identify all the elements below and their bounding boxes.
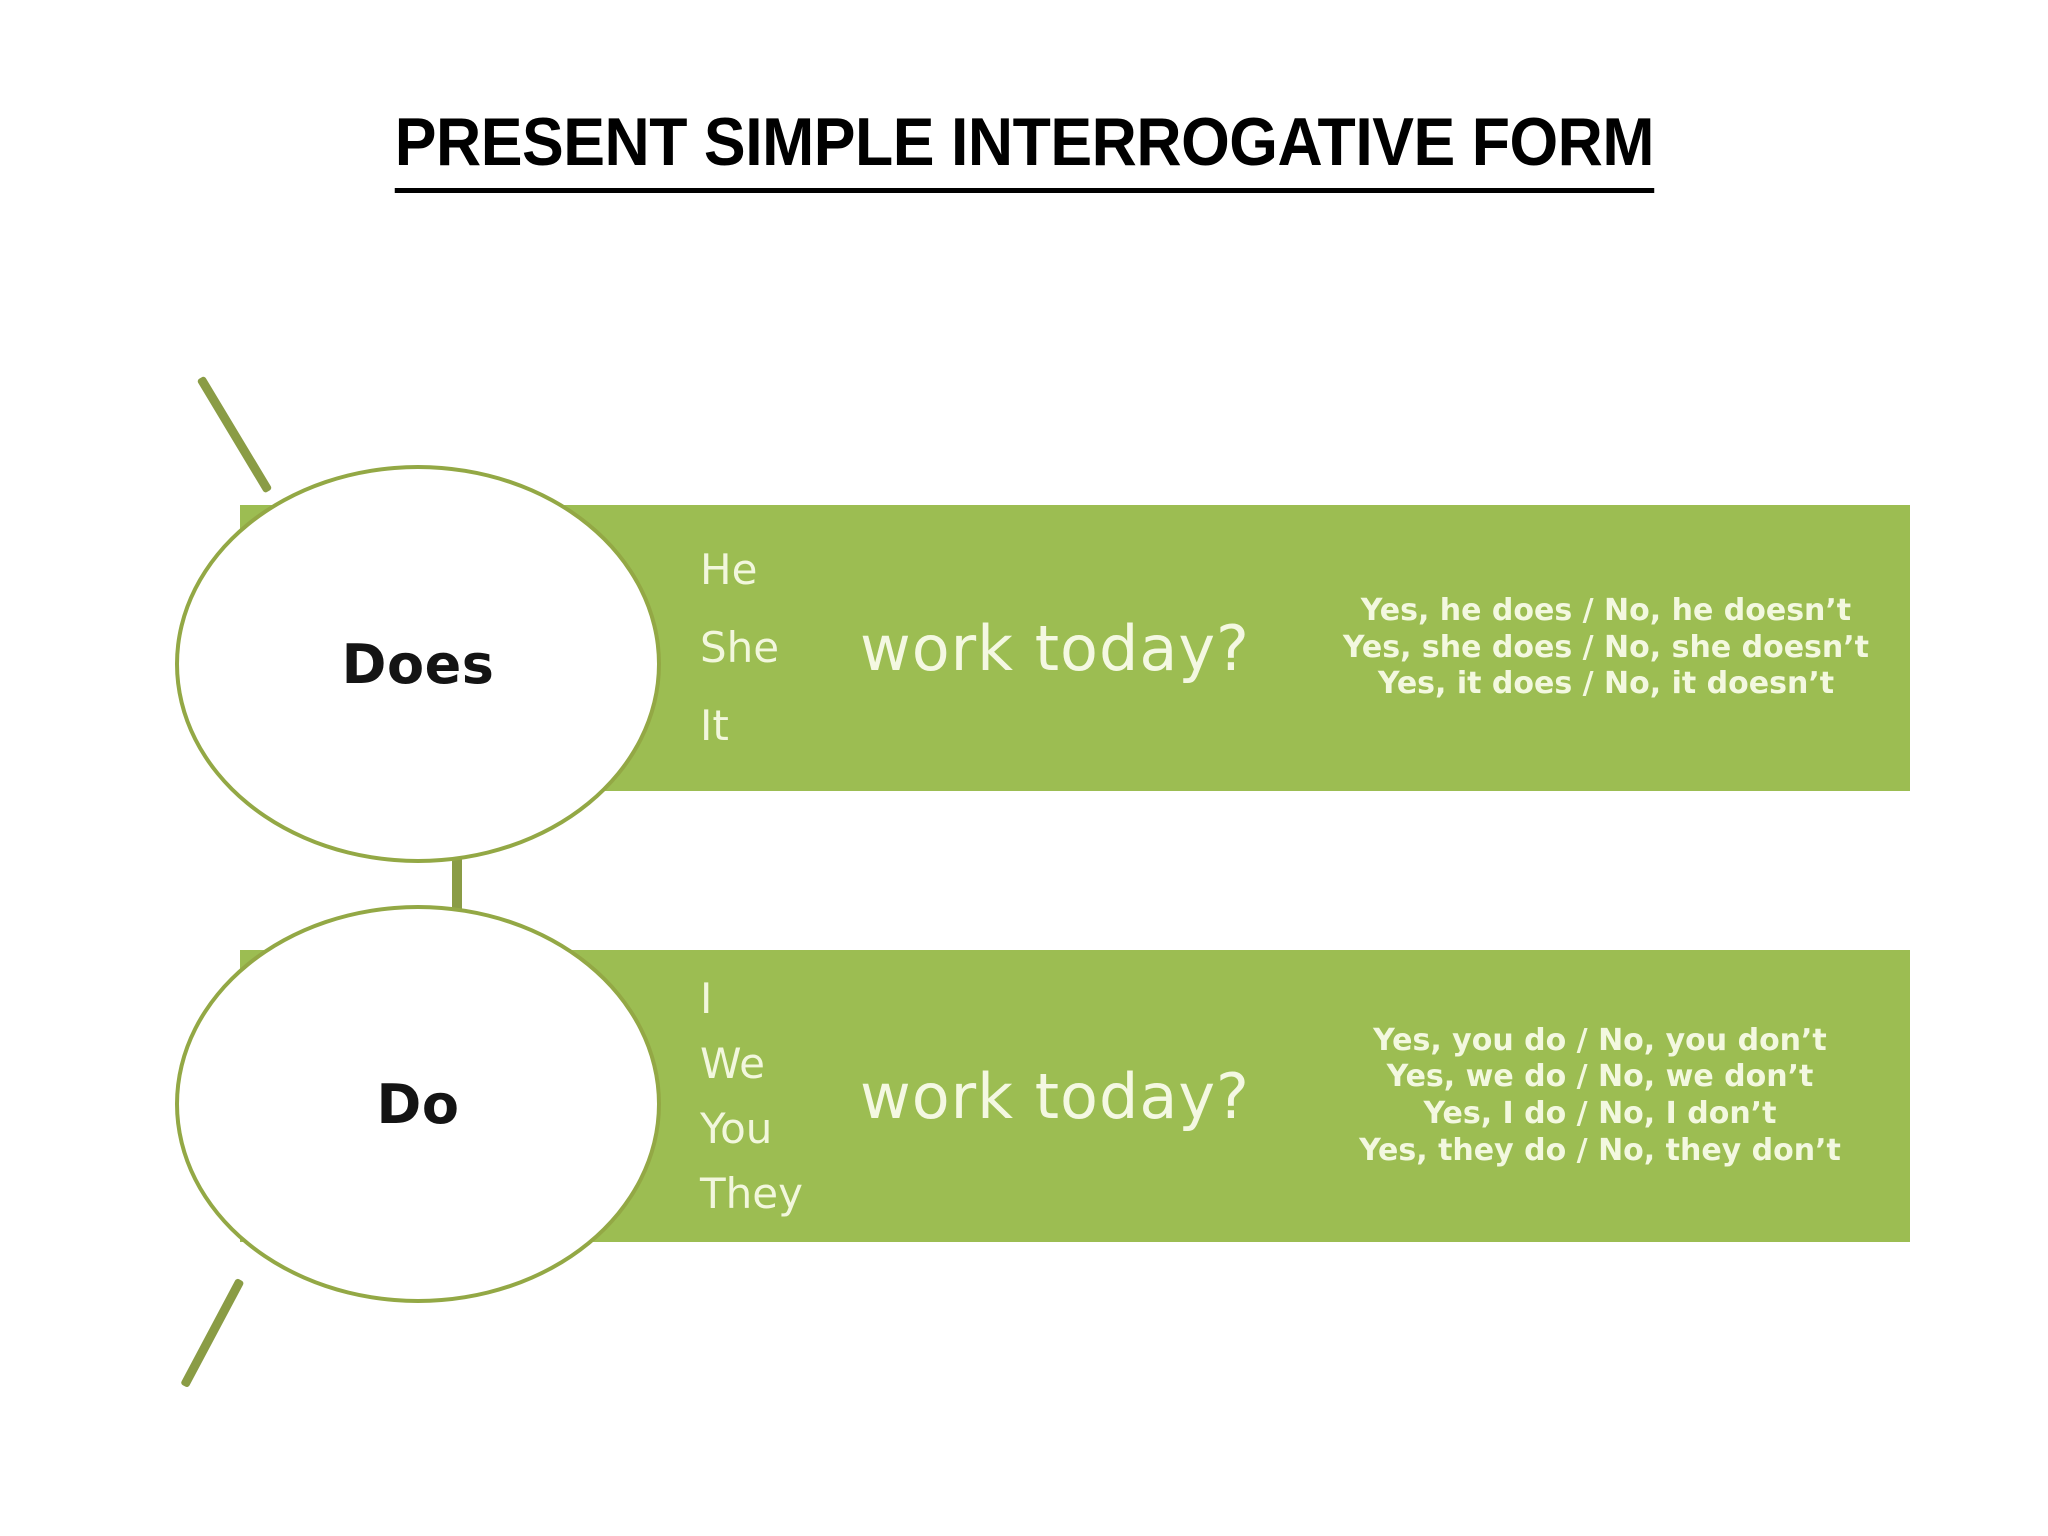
pronoun-list-do: I We You They	[700, 973, 852, 1218]
pronoun-item: She	[700, 623, 780, 672]
pronoun-list-does: He She It	[700, 549, 852, 747]
pronoun-item: He	[700, 545, 758, 594]
answer-item: Yes, she does / No, she doesn’t	[1342, 629, 1870, 665]
row-content-do: I We You They work today? Yes, you do / …	[700, 950, 1910, 1242]
answer-item: Yes, you do / No, you don’t	[1373, 1022, 1827, 1058]
pronoun-item: We	[700, 1038, 765, 1088]
auxiliary-bubble-do: Do	[175, 905, 661, 1303]
answer-item: Yes, it does / No, it doesn’t	[1377, 666, 1835, 702]
answer-item: Yes, we do / No, we don’t	[1386, 1059, 1814, 1095]
page-title-text: PRESENT SIMPLE INTERROGATIVE FORM	[394, 103, 1654, 193]
pronoun-item: It	[700, 701, 729, 750]
answer-item: Yes, I do / No, I don’t	[1423, 1096, 1777, 1131]
pronoun-item: You	[700, 1103, 773, 1153]
auxiliary-label-does: Does	[341, 632, 495, 696]
pronoun-item: They	[700, 1168, 803, 1218]
stem-middle-connector	[452, 830, 462, 920]
page-title: PRESENT SIMPLE INTERROGATIVE FORM	[0, 103, 2048, 193]
row-content-does: He She It work today? Yes, he does / No,…	[700, 505, 1910, 791]
answer-list-does: Yes, he does / No, he doesn’t Yes, she d…	[1266, 593, 1910, 703]
stem-bottom-connector	[180, 1277, 245, 1389]
stem-top-connector	[196, 375, 273, 494]
answer-list-do: Yes, you do / No, you don’t Yes, we do /…	[1266, 1023, 1910, 1169]
answer-item: Yes, they do / No, they don’t	[1359, 1132, 1841, 1168]
auxiliary-label-do: Do	[376, 1072, 460, 1136]
answer-item: Yes, he does / No, he doesn’t	[1360, 593, 1852, 629]
verb-phrase-does: work today?	[860, 611, 1250, 685]
verb-phrase-do: work today?	[860, 1059, 1250, 1133]
auxiliary-bubble-does: Does	[175, 465, 661, 863]
pronoun-item: I	[700, 973, 713, 1023]
